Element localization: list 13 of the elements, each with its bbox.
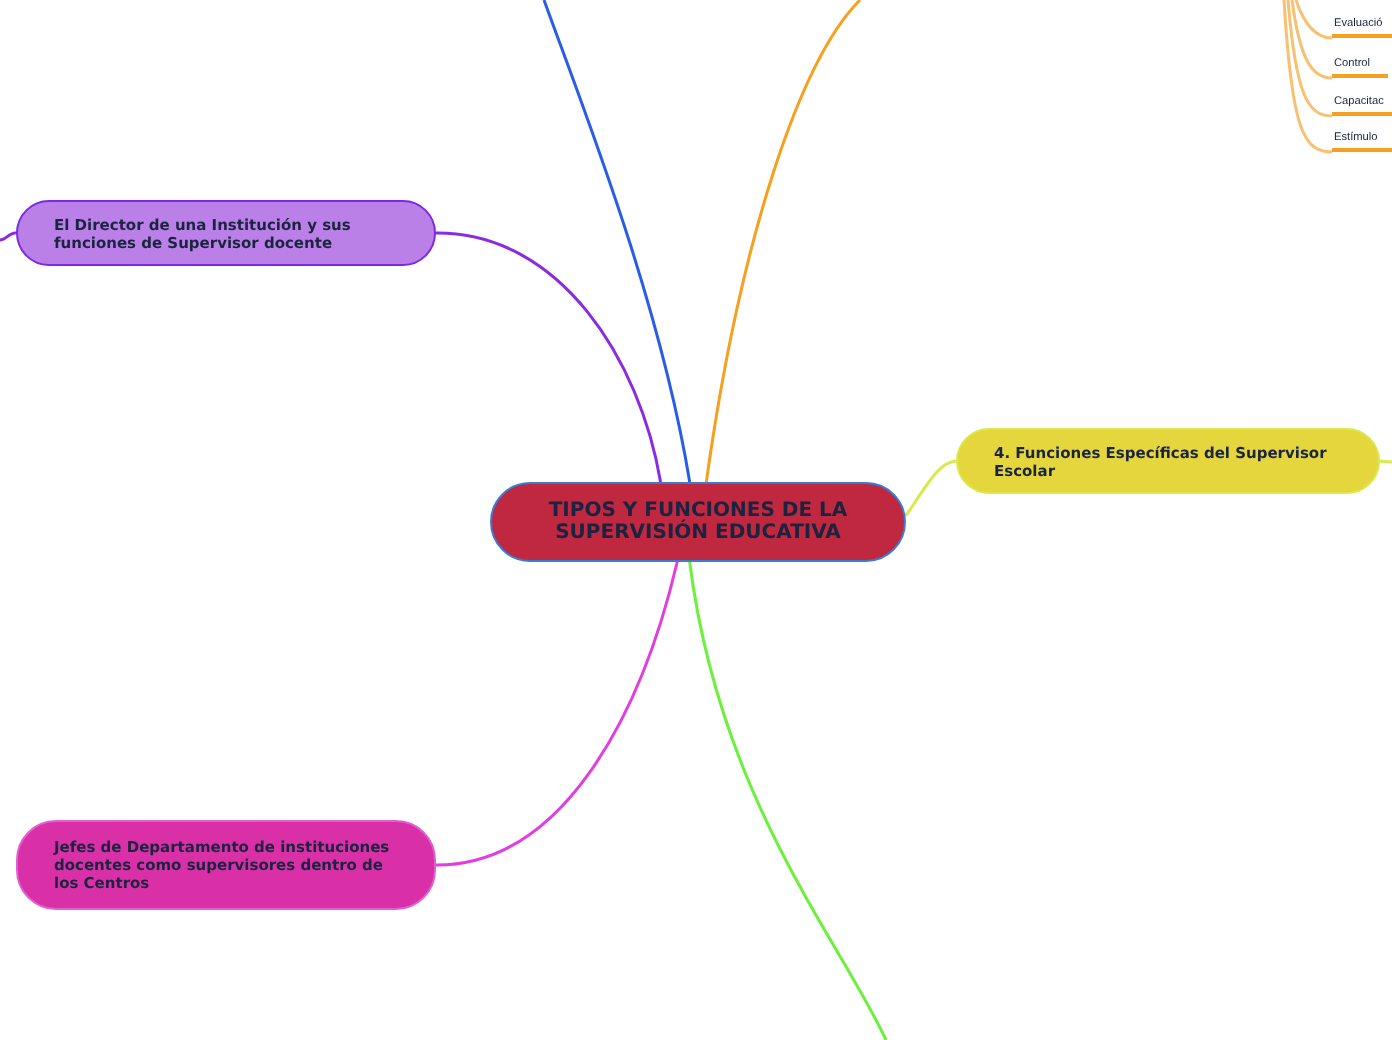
central-topic-node: TIPOS Y FUNCIONES DE LA SUPERVISIÓN EDUCATIVA	[490, 482, 906, 562]
connector-line	[435, 561, 679, 867]
connector-line	[1294, 0, 1333, 40]
connector-line	[1286, 0, 1333, 118]
connector-line	[1290, 0, 1333, 80]
connector-line	[688, 561, 888, 1040]
connector-line	[904, 459, 957, 517]
connector-line	[542, 0, 692, 483]
connector-line	[1282, 0, 1333, 154]
connector-line	[704, 0, 862, 483]
connector-line	[435, 231, 663, 483]
connector-line	[0, 231, 17, 242]
connector-line	[1379, 459, 1392, 464]
